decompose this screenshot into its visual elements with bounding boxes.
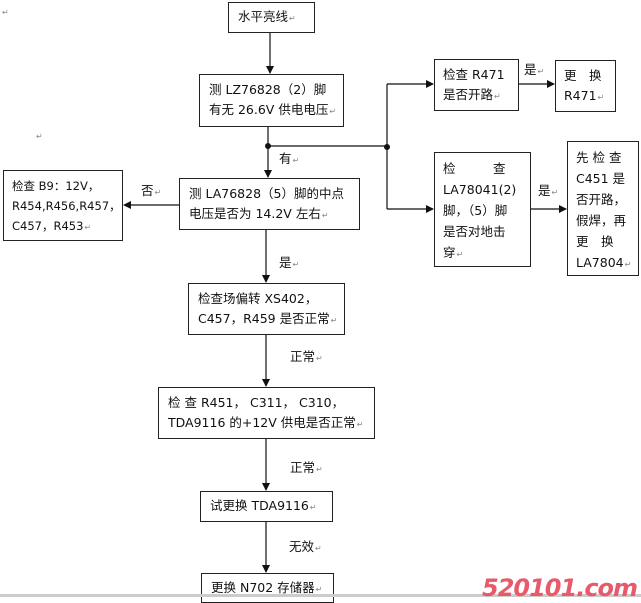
paragraph-mark: ↵ [36, 132, 43, 141]
node-check-r451: 检 查 R451， C311， C310， TDA9116 的+12V 供电是否… [158, 387, 375, 439]
node-text: LA78041(2) [443, 182, 517, 197]
node-text: 检查 B9：12V， [12, 179, 100, 193]
node-check-r471: 检查 R471 是否开路 [434, 59, 519, 111]
node-text: 穿 [443, 242, 522, 265]
node-text: 检 查 R451， C311， C310， [168, 395, 345, 410]
edge-label-shi-la78041: 是 [538, 180, 558, 199]
edge-label-shi-r471: 是 [524, 59, 544, 78]
node-text: R471 [564, 86, 607, 108]
watermark-logo: 520101.com [482, 574, 638, 602]
node-start: 水平亮线 [228, 2, 315, 33]
node-text: 先 检 查 [576, 150, 622, 165]
node-text: 否开路， [576, 192, 627, 207]
node-text: 有无 26.6V 供电电压 [209, 100, 334, 122]
edge-label-normal-2: 正常 [290, 457, 323, 476]
bottom-divider [0, 594, 641, 597]
node-text: 测 LZ76828（2）脚 [209, 82, 327, 97]
node-measure-lz: 测 LZ76828（2）脚 有无 26.6V 供电电压 [199, 74, 344, 127]
edge-label-you: 有 [279, 148, 299, 167]
node-check-xs402: 检查场偏转 XS402， C457，R459 是否正常 [188, 283, 345, 335]
node-measure-la: 测 LA76828（5）脚的中点 电压是否为 14.2V 左右 [179, 178, 360, 230]
node-text: 假焊，再 [576, 213, 627, 228]
node-text: 更换 N702 存储器 [211, 578, 324, 600]
node-text: C457，R453 [12, 216, 114, 238]
paragraph-mark: ↵ [2, 8, 9, 17]
node-text: LA7804 [576, 252, 630, 275]
junction-dot-left [265, 143, 271, 149]
edge-label-invalid: 无效 [289, 536, 322, 555]
node-text: 检查场偏转 XS402， [198, 291, 318, 306]
edge-label-normal-1: 正常 [290, 346, 323, 365]
node-replace-n702: 更换 N702 存储器 [201, 573, 334, 603]
node-check-la78041: 检 查 LA78041(2) 脚，（5）脚 是否对地击 穿 [434, 152, 531, 267]
node-check-c451: 先 检 查 C451 是 否开路， 假焊，再 更 换 LA7804 [567, 141, 639, 276]
node-text: 更 换 [564, 68, 602, 83]
junction-dot-right [384, 144, 390, 150]
node-text: 检查 R471 [443, 67, 505, 82]
node-text: 水平亮线 [238, 7, 305, 29]
node-text: C451 是 [576, 171, 626, 186]
node-text: 试更换 TDA9116 [210, 496, 323, 518]
node-text: 测 LA76828（5）脚的中点 [189, 186, 344, 201]
node-text: 脚，（5）脚 [443, 203, 508, 218]
node-try-tda9116: 试更换 TDA9116 [200, 491, 333, 522]
node-text: C457，R459 是否正常 [198, 309, 335, 331]
node-check-b9: 检查 B9：12V， R454,R456,R457， C457，R453 [3, 170, 123, 241]
node-replace-r471: 更 换 R471 [555, 60, 616, 112]
node-text: TDA9116 的+12V 供电是否正常 [168, 413, 365, 435]
edge-label-shi-down: 是 [279, 252, 299, 271]
node-text: 更 换 [576, 234, 614, 249]
node-text: 是否对地击 [443, 224, 506, 239]
node-text: 是否开路 [443, 85, 510, 107]
node-text: 电压是否为 14.2V 左右 [189, 204, 350, 226]
edge-label-fou: 否 [141, 180, 161, 199]
node-text: 检 查 [443, 161, 506, 176]
node-text: R454,R456,R457， [12, 199, 121, 213]
